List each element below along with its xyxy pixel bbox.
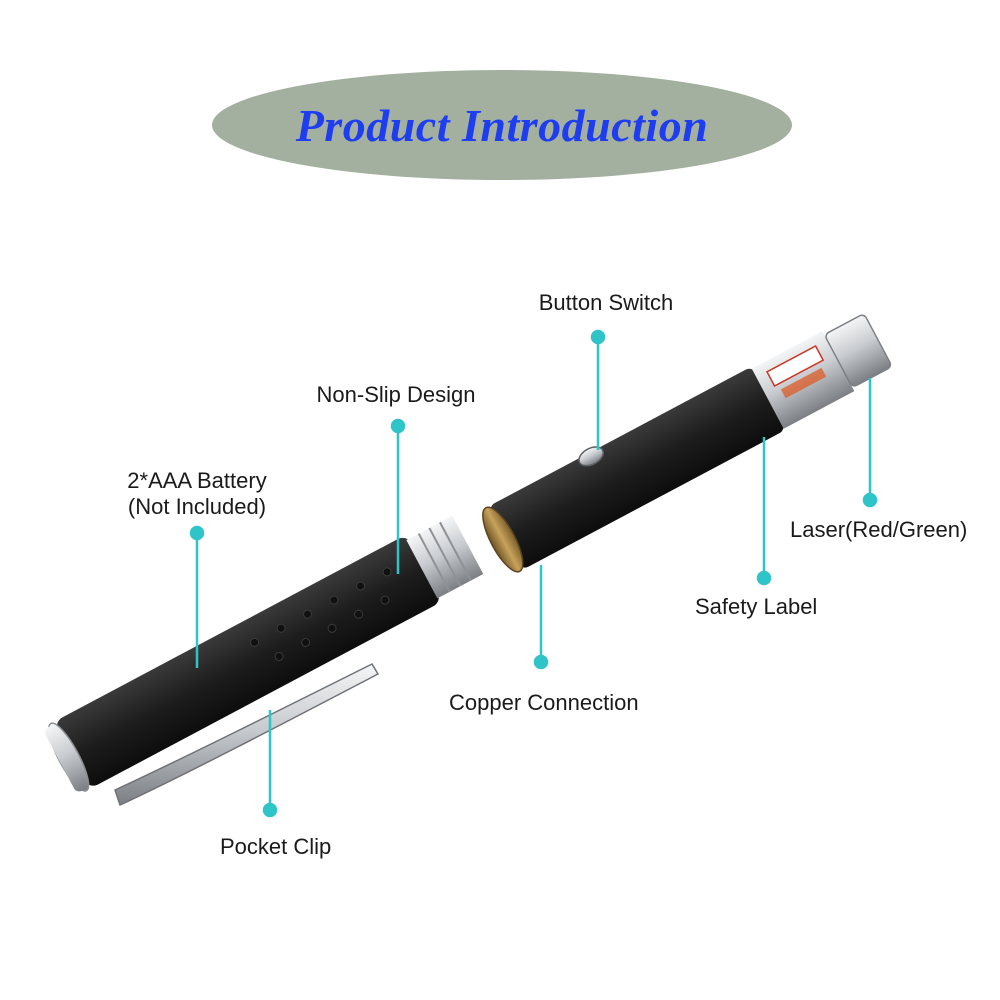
callout-dot-safety xyxy=(756,570,772,586)
label-copper-text: Copper Connection xyxy=(449,690,639,715)
thread-lines xyxy=(417,521,472,593)
grip-dots xyxy=(250,567,392,661)
label-safety-text: Safety Label xyxy=(695,594,818,619)
callout-dot-battery xyxy=(189,525,205,541)
callout-dot-laser xyxy=(862,492,878,508)
label-non-slip-text: Non-Slip Design xyxy=(316,382,476,407)
safety-sticker xyxy=(766,345,825,388)
callout-dot-non-slip xyxy=(390,418,406,434)
callout-dot-copper xyxy=(533,654,549,670)
upper-tube xyxy=(490,368,784,568)
title-banner: Product Introduction xyxy=(212,70,792,180)
label-safety: Safety Label xyxy=(695,594,817,620)
label-laser: Laser(Red/Green) xyxy=(790,517,967,543)
callout-dot-clip xyxy=(262,802,278,818)
label-non-slip: Non-Slip Design xyxy=(317,382,476,408)
copper-connector xyxy=(482,506,524,573)
label-pocket-clip-text: Pocket Clip xyxy=(220,834,332,859)
label-battery-line2: (Not Included) xyxy=(127,494,267,519)
label-battery-line1: 2*AAA Battery xyxy=(127,468,267,493)
laser-head xyxy=(825,314,892,387)
page-title: Product Introduction xyxy=(295,99,709,151)
push-button xyxy=(578,446,604,467)
callout-dot-button xyxy=(590,329,606,345)
label-copper: Copper Connection xyxy=(449,690,639,716)
title-oval xyxy=(212,70,792,180)
label-battery: 2*AAA Battery (Not Included) xyxy=(127,468,266,520)
label-button-switch-text: Button Switch xyxy=(538,290,674,315)
label-pocket-clip: Pocket Clip xyxy=(220,834,331,860)
lower-body-section xyxy=(45,515,484,792)
label-laser-text: Laser(Red/Green) xyxy=(790,517,968,542)
upper-body-section xyxy=(482,314,892,573)
callout-lines xyxy=(189,329,878,818)
end-cap-rim xyxy=(45,725,88,792)
safety-sticker-stripe xyxy=(780,367,827,399)
label-button-switch: Button Switch xyxy=(539,290,674,316)
pocket-clip xyxy=(114,663,380,807)
battery-tube xyxy=(57,537,439,786)
